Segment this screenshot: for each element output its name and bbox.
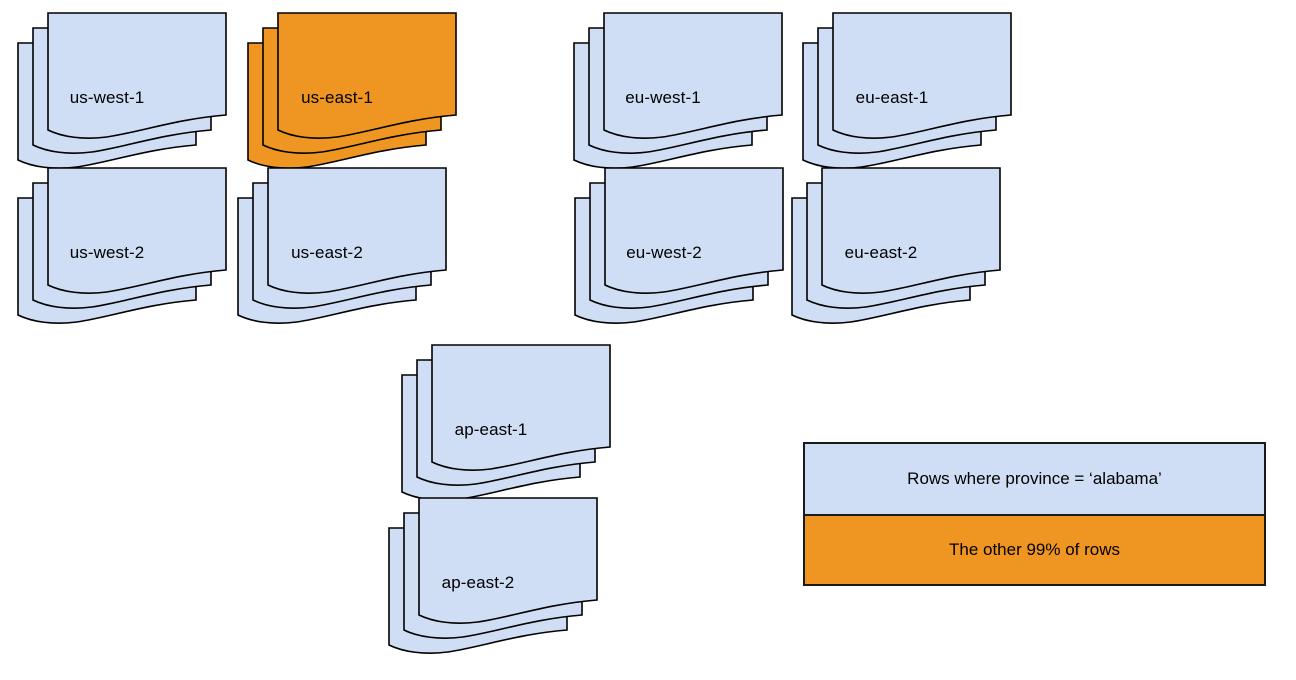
region-stack-eu-east-2[interactable]: eu-east-2 <box>774 155 1004 330</box>
region-stack-us-east-1[interactable]: us-east-1 <box>230 0 460 175</box>
region-stack-eu-west-1[interactable]: eu-west-1 <box>556 0 786 175</box>
document-sheet-front <box>431 344 611 471</box>
document-sheet-front <box>47 12 227 139</box>
document-sheet-front <box>832 12 1012 139</box>
document-sheet-front <box>418 497 598 624</box>
document-stack-icon <box>791 167 1001 324</box>
document-stack-icon <box>247 12 457 169</box>
region-stack-ap-east-2[interactable]: ap-east-2 <box>371 485 601 660</box>
document-sheet-front <box>267 167 447 294</box>
document-sheet-front <box>277 12 457 139</box>
legend-label: The other 99% of rows <box>948 540 1121 559</box>
region-stack-us-west-2[interactable]: us-west-2 <box>0 155 230 330</box>
document-stack-icon <box>17 167 227 324</box>
document-stack-icon <box>401 344 611 501</box>
document-sheet-front <box>603 12 783 139</box>
legend-normal: Rows where province = ‘alabama’ <box>805 444 1264 514</box>
legend-highlight: The other 99% of rows <box>805 514 1264 584</box>
legend: Rows where province = ‘alabama’ The other… <box>803 442 1266 586</box>
document-stack-icon <box>237 167 447 324</box>
document-sheet-front <box>47 167 227 294</box>
document-stack-icon <box>388 497 598 654</box>
region-stack-eu-east-1[interactable]: eu-east-1 <box>785 0 1015 175</box>
region-stack-us-east-2[interactable]: us-east-2 <box>220 155 450 330</box>
document-stack-icon <box>17 12 227 169</box>
document-stack-icon <box>802 12 1012 169</box>
document-stack-icon <box>574 167 784 324</box>
region-stack-ap-east-1[interactable]: ap-east-1 <box>384 332 614 507</box>
document-sheet-front <box>821 167 1001 294</box>
document-stack-icon <box>573 12 783 169</box>
region-stack-eu-west-2[interactable]: eu-west-2 <box>557 155 787 330</box>
legend-label: Rows where province = ‘alabama’ <box>907 469 1162 488</box>
document-sheet-front <box>604 167 784 294</box>
region-stack-us-west-1[interactable]: us-west-1 <box>0 0 230 175</box>
